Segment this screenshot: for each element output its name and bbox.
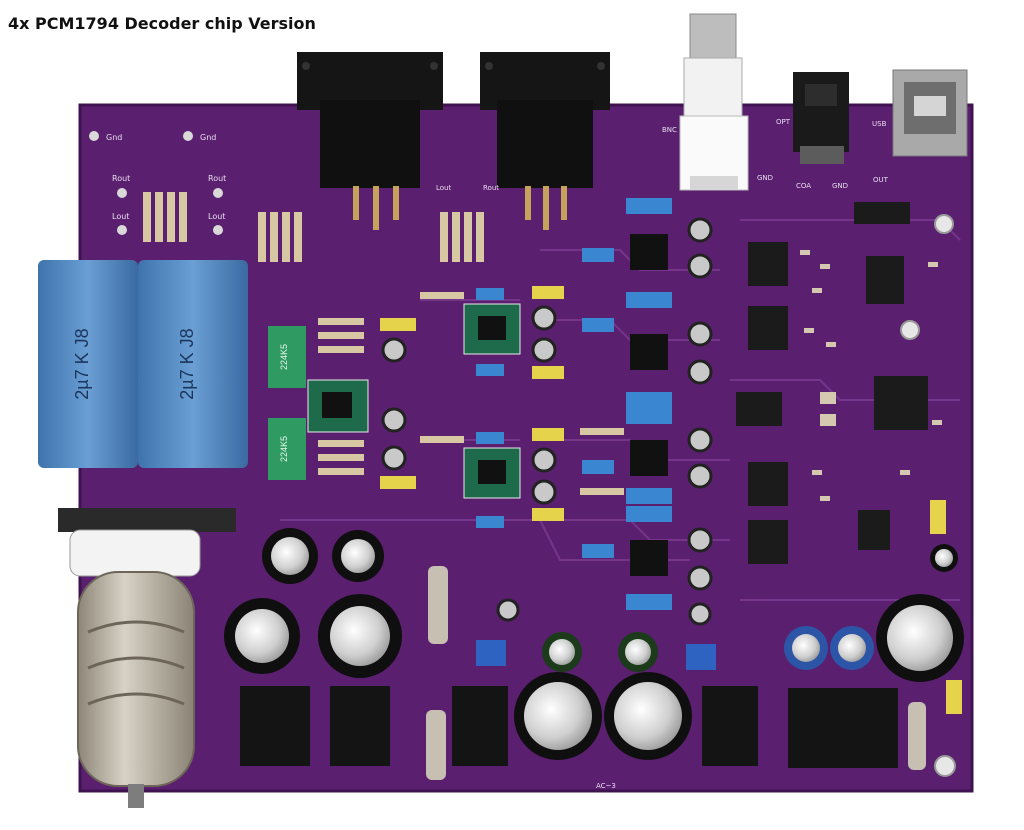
smd-components [800,250,942,501]
label-gnd-4: GND [832,182,848,190]
green-box-capacitors: 224K5 224K5 [268,326,306,480]
label-opt: OPT [776,118,791,126]
label-gnd-2: Gnd [200,133,216,142]
label-gnd-1: Gnd [106,133,122,142]
small-electrolytic-caps [381,217,713,626]
resistor-rows [143,192,624,495]
small-cap-marking-bottom: 224K5 [279,436,289,462]
usb-connector [892,69,968,157]
label-rout-left: Rout [112,174,130,183]
dac-chips [736,202,928,564]
label-lout-left: Lout [112,212,129,221]
film-capacitor-right: 2µ7 K J8 [138,260,248,468]
heatsinks [240,686,898,768]
label-lout-xlr: Lout [436,184,451,192]
label-coa: COA [796,182,811,190]
optical-connector [793,72,849,164]
small-cap-marking-top: 224K5 [279,344,289,370]
trimpots [476,640,716,670]
xlr-connector-right [480,52,610,230]
label-ac: AC~3 [596,782,616,790]
dip-opamps [630,234,668,576]
film-capacitor-left: 2µ7 K J8 [38,260,138,468]
label-gnd-3: GND [757,174,773,182]
film-cap-marking-right: 2µ7 K J8 [177,328,197,399]
label-out: OUT [873,176,889,184]
label-rout-xlr: Rout [483,184,499,192]
label-bnc: BNC [662,126,677,134]
small-blue-capacitors [476,198,672,610]
yellow-capacitors [380,286,962,714]
power-resistors [426,566,926,780]
vacuum-tube [58,508,236,808]
label-rout-mid: Rout [208,174,226,183]
film-cap-marking-left: 2µ7 K J8 [72,328,92,399]
large-electrolytic-caps [224,528,964,760]
image-caption: 4x PCM1794 Decoder chip Version [8,14,316,33]
label-usb: USB [872,120,887,128]
opamp-modules [307,303,521,499]
label-lout-mid: Lout [208,212,225,221]
xlr-connector-left [297,52,443,230]
silkscreen-labels: Gnd Gnd Rout Lout Rout Lout Lout Rout BN… [89,118,889,790]
bnc-connector [679,13,749,191]
